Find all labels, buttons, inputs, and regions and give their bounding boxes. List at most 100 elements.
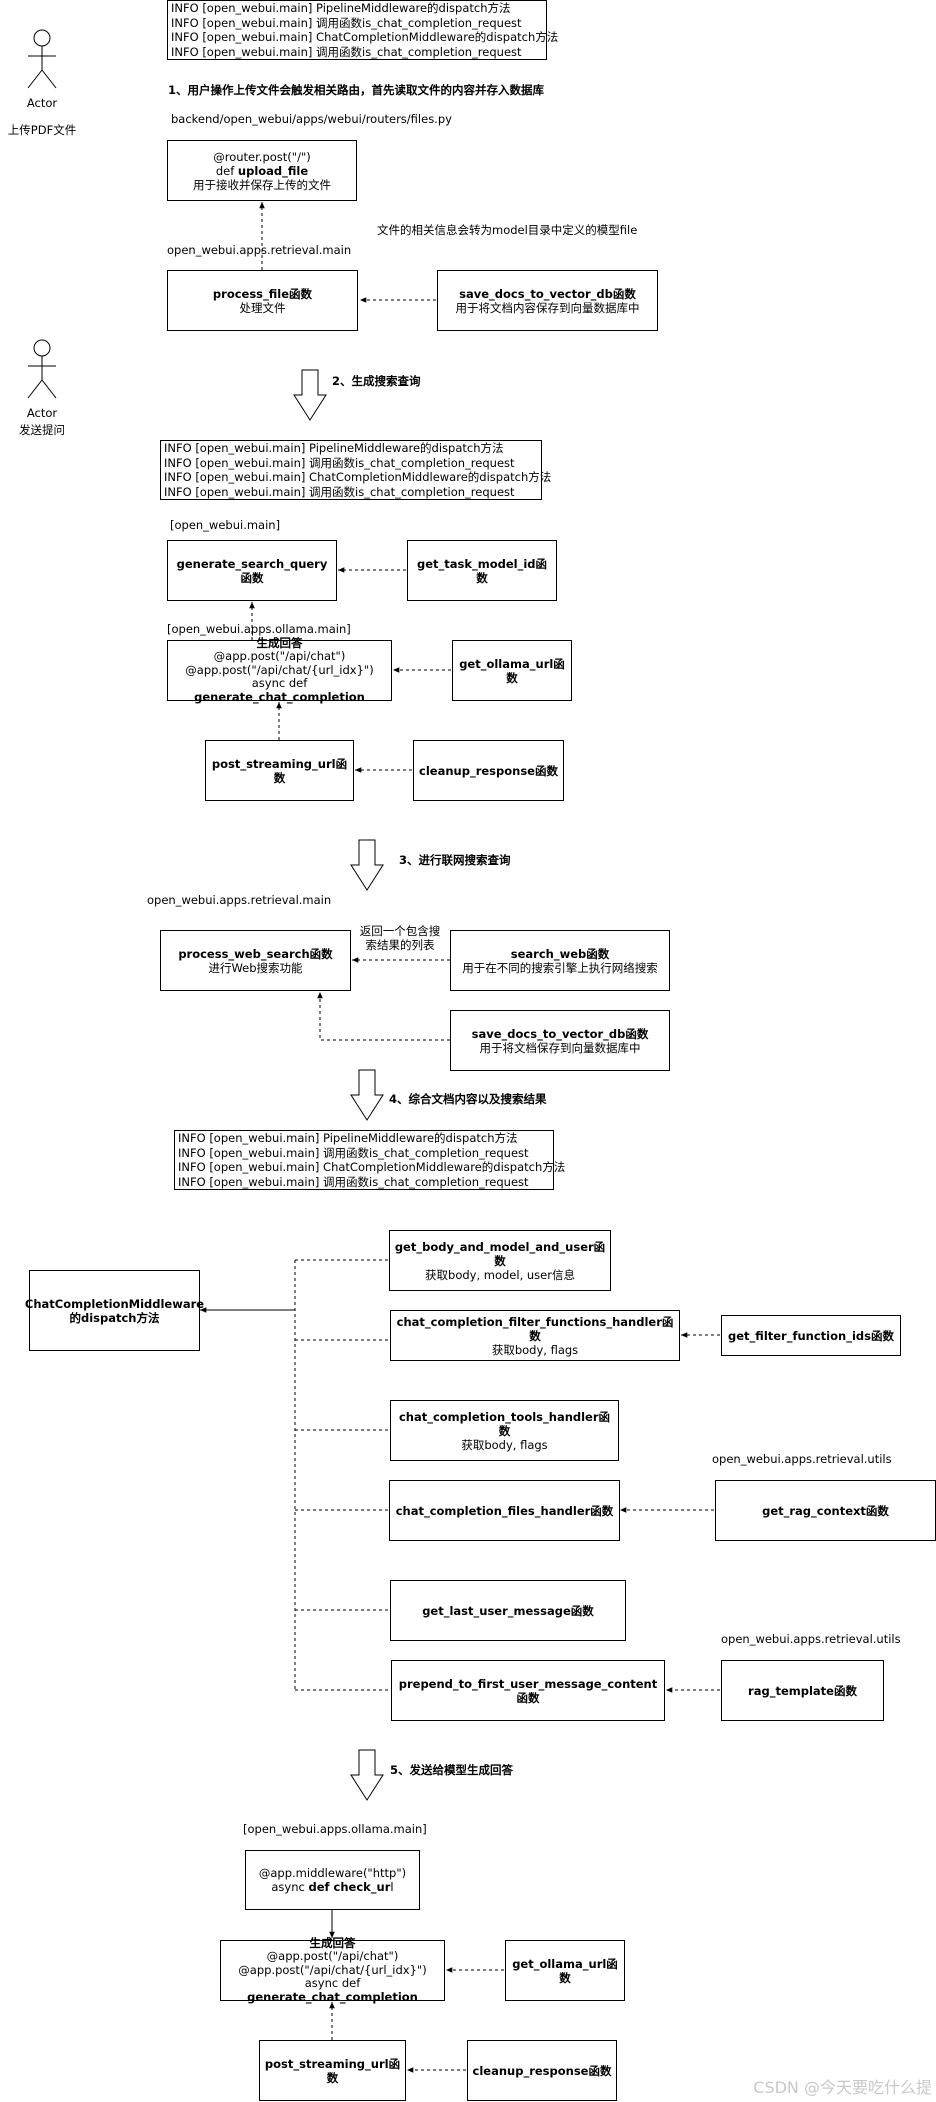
search-result-note: 返回一个包含搜 索结果的列表: [356, 924, 444, 952]
post-streaming-url-box-2: post_streaming_url函数: [259, 2040, 406, 2101]
actor-figure-1: [27, 29, 57, 89]
filter-handler-title: chat_completion_filter_functions_handler…: [396, 1314, 674, 1343]
step-3-label: 3、进行联网搜索查询: [399, 853, 511, 867]
files-path-label: backend/open_webui/apps/webui/routers/fi…: [171, 112, 452, 126]
gen-answer-2-def: async def: [304, 1976, 361, 1991]
get-rag-context-title: get_rag_context函数: [762, 1503, 889, 1518]
get-task-model-id-title: get_task_model_id函数: [416, 556, 548, 585]
ollama-main-label-2: [open_webui.apps.ollama.main]: [243, 1822, 427, 1836]
gen-answer-1-route-1: @app.post("/api/chat"): [213, 649, 346, 664]
file-model-note: 文件的相关信息会转为model目录中定义的模型file: [377, 223, 638, 237]
generate-chat-completion-box-2: 生成回答 @app.post("/api/chat") @app.post("/…: [220, 1936, 445, 2004]
save-docs-1-title: save_docs_to_vector_db函数: [459, 286, 636, 301]
retrieval-utils-label-2: open_webui.apps.retrieval.utils: [721, 1632, 901, 1646]
process-file-title: process_file函数: [212, 286, 313, 301]
retrieval-main-label-1: open_webui.apps.retrieval.main: [167, 243, 352, 257]
actor-2-caption: 发送提问: [19, 423, 65, 437]
gen-answer-2-def-line: async def generate_chat_completion: [225, 1977, 440, 2004]
step-1-label: 1、用户操作上传文件会触发相关路由，首先读取文件的内容并存入数据库: [168, 83, 544, 97]
actor-1-caption: 上传PDF文件: [7, 123, 77, 137]
info-log-box-2: INFO [open_webui.main] PipelineMiddlewar…: [160, 440, 552, 500]
gen-answer-1-fn: generate_chat_completion: [194, 689, 365, 704]
cleanup-response-2-title: cleanup_response函数: [472, 2063, 612, 2078]
info-log-box-1: INFO [open_webui.main] PipelineMiddlewar…: [167, 0, 558, 60]
info-line: INFO [open_webui.main] ChatCompletionMid…: [178, 1160, 566, 1174]
check-url-tail: l: [390, 1880, 394, 1894]
info-line: INFO [open_webui.main] 调用函数is_chat_compl…: [164, 455, 515, 470]
gen-answer-1-def: async def: [251, 676, 308, 691]
step-4-label: 4、综合文档内容以及搜索结果: [389, 1092, 547, 1106]
get-body-box: get_body_and_model_and_user函数 获取body, mo…: [389, 1230, 611, 1291]
retrieval-utils-label-1: open_webui.apps.retrieval.utils: [712, 1452, 892, 1466]
get-ollama-url-box-1: get_ollama_url函数: [452, 640, 572, 701]
actor-figure-2: [27, 339, 57, 399]
get-body-desc: 获取body, model, user信息: [425, 1267, 575, 1282]
info-line: INFO [open_webui.main] 调用函数is_chat_compl…: [171, 44, 522, 59]
gen-answer-1-def-line: async def generate_chat_completion: [172, 677, 387, 704]
get-last-user-message-box: get_last_user_message函数: [390, 1580, 626, 1641]
cleanup-response-box-1: cleanup_response函数: [413, 740, 564, 801]
tools-handler-title: chat_completion_tools_handler函数: [398, 1409, 611, 1438]
get-ollama-url-box-2: get_ollama_url函数: [505, 1940, 625, 2001]
upload-file-desc: 用于接收并保存上传的文件: [193, 177, 331, 192]
search-web-box: search_web函数 用于在不同的搜索引擎上执行网络搜索: [450, 930, 670, 991]
get-body-title: get_body_and_model_and_user函数: [394, 1239, 606, 1268]
get-ollama-url-2-title: get_ollama_url函数: [512, 1956, 618, 1985]
get-filter-ids-title: get_filter_function_ids函数: [728, 1328, 894, 1343]
info-line: INFO [open_webui.main] 调用函数is_chat_compl…: [178, 1145, 529, 1160]
process-file-box: process_file函数 处理文件: [167, 270, 358, 331]
check-url-def-line: async def check_url: [271, 1880, 393, 1894]
edge-save-docs2-to-process-web-search: [317, 992, 450, 1041]
get-task-model-id-box: get_task_model_id函数: [407, 540, 557, 601]
search-web-title: search_web函数: [510, 946, 610, 961]
ollama-main-label-1: [open_webui.apps.ollama.main]: [167, 622, 351, 636]
step-arrow-3: [350, 839, 384, 891]
actor-2-name: Actor: [26, 406, 58, 420]
files-handler-title: chat_completion_files_handler函数: [395, 1503, 614, 1518]
check-url-box: @app.middleware("http") async def check_…: [245, 1850, 420, 1910]
cleanup-response-box-2: cleanup_response函数: [467, 2040, 617, 2101]
info-log-box-3: INFO [open_webui.main] PipelineMiddlewar…: [174, 1130, 566, 1190]
process-file-desc: 处理文件: [239, 300, 286, 315]
tools-handler-box: chat_completion_tools_handler函数 获取body, …: [390, 1400, 619, 1461]
post-streaming-url-2-title: post_streaming_url函数: [264, 2056, 401, 2085]
chat-mw-title-1: ChatCompletionMiddleware: [24, 1296, 205, 1311]
open-webui-main-label: [open_webui.main]: [170, 518, 281, 532]
filter-handler-box: chat_completion_filter_functions_handler…: [390, 1310, 680, 1361]
post-streaming-url-1-title: post_streaming_url函数: [211, 756, 348, 785]
chat-completion-middleware-box: ChatCompletionMiddleware 的dispatch方法: [25, 1270, 204, 1351]
save-docs-box-1: save_docs_to_vector_db函数 用于将文档内容保存到向量数据库…: [437, 270, 658, 331]
info-line: INFO [open_webui.main] PipelineMiddlewar…: [178, 1131, 518, 1145]
process-web-search-title: process_web_search函数: [178, 946, 333, 961]
step-5-label: 5、发送给模型生成回答: [390, 1763, 514, 1777]
chat-mw-title-2: 的dispatch方法: [69, 1310, 160, 1325]
process-web-search-box: process_web_search函数 进行Web搜索功能: [160, 930, 351, 991]
tools-handler-desc: 获取body, flags: [461, 1437, 548, 1452]
info-line: INFO [open_webui.main] PipelineMiddlewar…: [164, 441, 504, 455]
step-2-label: 2、生成搜索查询: [332, 374, 421, 388]
gen-answer-2-route-2: @app.post("/api/chat/{url_idx}"): [238, 1962, 427, 1977]
save-docs-box-2: save_docs_to_vector_db函数 用于将文档保存到向量数据库中: [450, 1010, 670, 1071]
step-arrow-2: [293, 369, 327, 421]
search-web-desc: 用于在不同的搜索引擎上执行网络搜索: [462, 960, 658, 975]
generate-chat-completion-box-1: 生成回答 @app.post("/api/chat") @app.post("/…: [167, 636, 392, 704]
post-streaming-url-box-1: post_streaming_url函数: [205, 740, 354, 801]
gen-answer-1-route-2: @app.post("/api/chat/{url_idx}"): [185, 662, 374, 677]
info-line: INFO [open_webui.main] 调用函数is_chat_compl…: [178, 1174, 529, 1189]
save-docs-1-desc: 用于将文档内容保存到向量数据库中: [455, 300, 640, 315]
step-arrow-5: [350, 1749, 384, 1801]
prepend-title: prepend_to_first_user_message_content 函数: [398, 1676, 658, 1705]
check-url-def: def check_ur: [308, 1880, 391, 1894]
save-docs-2-desc: 用于将文档保存到向量数据库中: [479, 1040, 641, 1055]
rag-template-title: rag_template函数: [748, 1683, 857, 1698]
rag-template-box: rag_template函数: [721, 1660, 884, 1721]
filter-handler-desc: 获取body, flags: [491, 1342, 579, 1357]
generate-search-query-box: generate_search_query函数: [167, 540, 337, 601]
info-line: INFO [open_webui.main] PipelineMiddlewar…: [171, 1, 511, 15]
info-line: INFO [open_webui.main] ChatCompletionMid…: [164, 470, 552, 484]
gen-answer-2-fn: generate_chat_completion: [247, 1989, 418, 2004]
gen-answer-2-route-1: @app.post("/api/chat"): [266, 1949, 399, 1964]
upload-file-decorator: @router.post("/"): [213, 149, 311, 164]
get-rag-context-box: get_rag_context函数: [715, 1480, 936, 1541]
